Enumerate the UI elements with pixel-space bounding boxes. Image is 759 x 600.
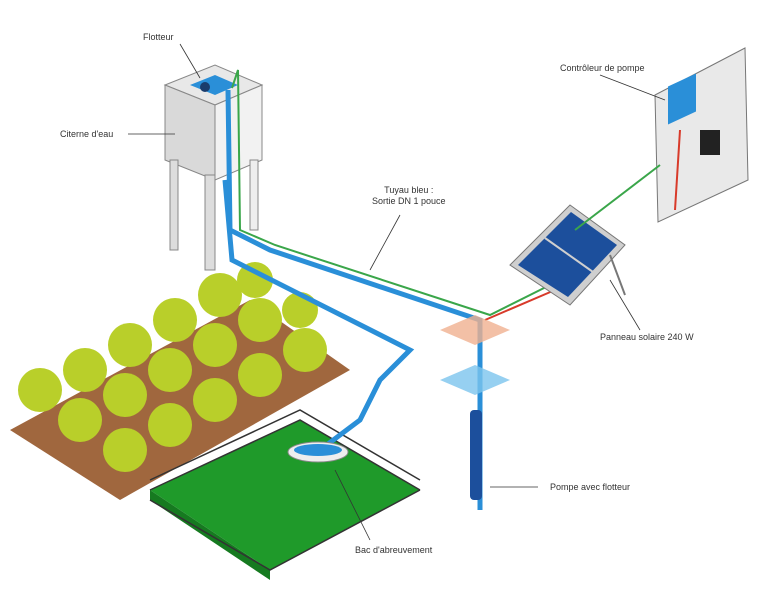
label-trough: Bac d'abreuvement xyxy=(355,545,433,555)
grass-field xyxy=(150,420,420,570)
label-float: Flotteur xyxy=(143,32,174,42)
label-pipe: Tuyau bleu : Sortie DN 1 pouce xyxy=(372,185,446,207)
orchard-soil xyxy=(10,300,350,500)
label-panel: Panneau solaire 240 W xyxy=(600,332,694,342)
float-icon xyxy=(200,82,210,92)
label-pipe-line2: Sortie DN 1 pouce xyxy=(372,196,446,206)
fruit-trees xyxy=(18,262,327,472)
well-marker-bottom xyxy=(440,365,510,395)
label-pump: Pompe avec flotteur xyxy=(550,482,631,492)
label-tank: Citerne d'eau xyxy=(60,129,114,139)
solar-panel xyxy=(509,204,626,306)
label-pipe-line1: Tuyau bleu : xyxy=(384,185,434,195)
well-marker-top xyxy=(440,315,510,345)
pump xyxy=(470,410,482,500)
label-controller: Contrôleur de pompe xyxy=(560,63,645,73)
pump-controller xyxy=(654,47,749,223)
fence xyxy=(149,409,421,571)
